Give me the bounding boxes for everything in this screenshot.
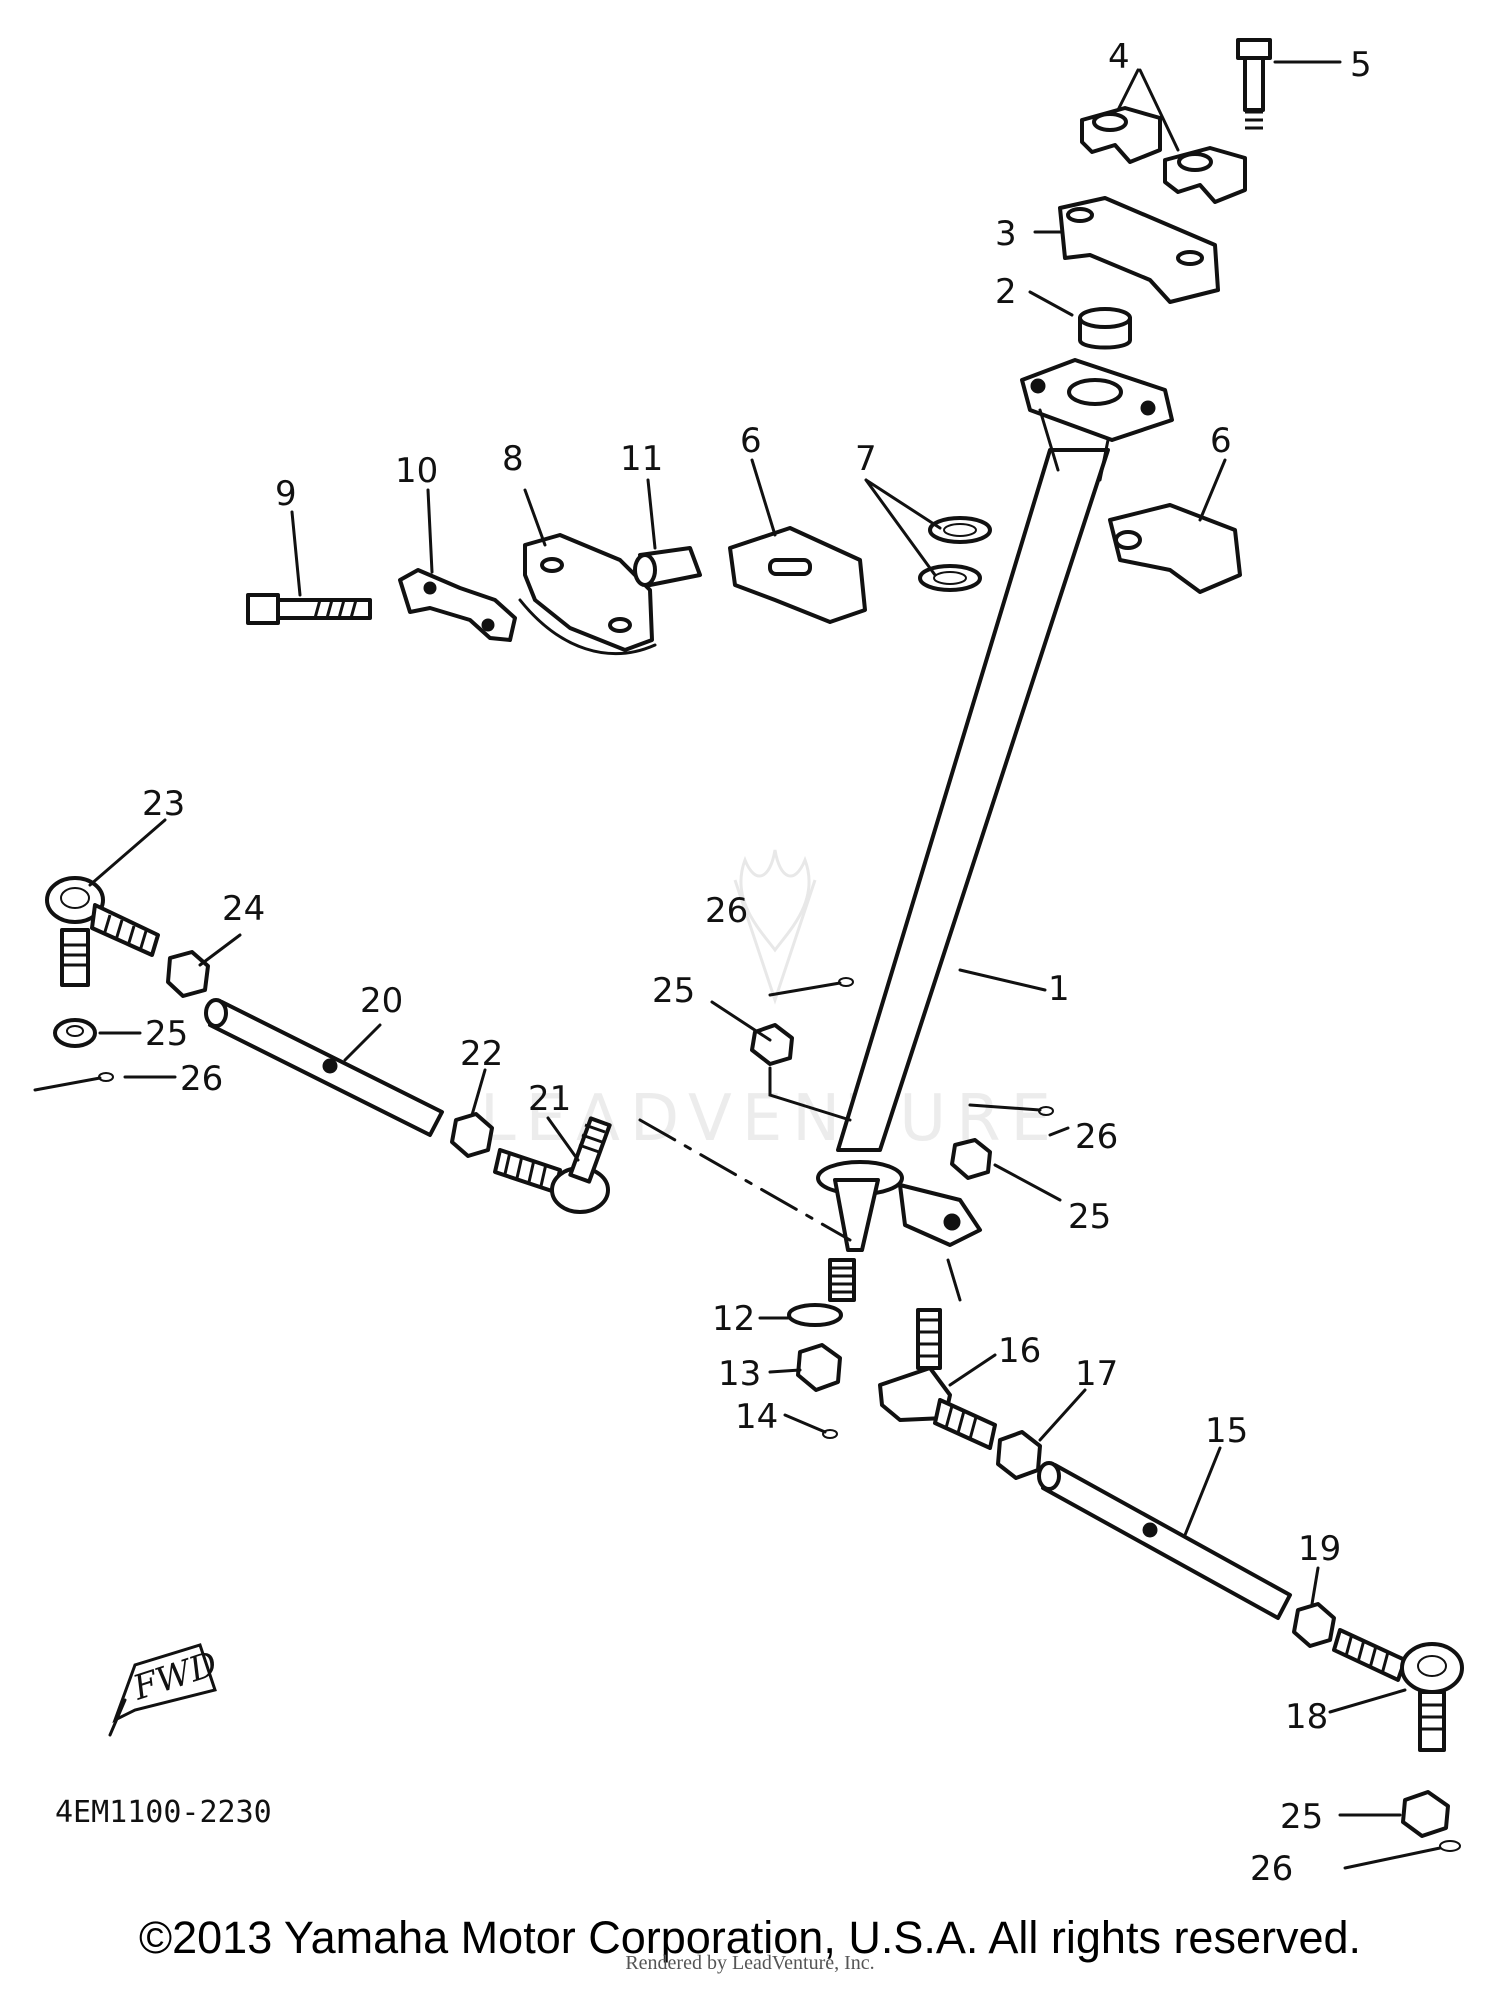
callout-7: 7 bbox=[855, 439, 877, 479]
callout-21: 21 bbox=[528, 1079, 571, 1119]
part-26-bottom-pin bbox=[1343, 1840, 1461, 1870]
callout-23: 23 bbox=[142, 784, 185, 824]
part-4-upper-holders bbox=[1080, 106, 1247, 204]
part-3-lower-holder bbox=[1058, 196, 1220, 304]
callout-19: 19 bbox=[1298, 1529, 1341, 1569]
leader-lines bbox=[88, 60, 1407, 1817]
part-20-tie-rod bbox=[204, 998, 444, 1137]
callout-16: 16 bbox=[998, 1331, 1041, 1371]
part-7-washers bbox=[918, 516, 992, 592]
part-23-tie-rod-end bbox=[45, 876, 160, 987]
callout-26-mid: 26 bbox=[705, 891, 748, 931]
callout-25-left: 25 bbox=[145, 1014, 188, 1054]
callout-24: 24 bbox=[222, 889, 265, 929]
part-15-tie-rod bbox=[1037, 1461, 1292, 1620]
part-14-cotter-pin bbox=[783, 1413, 838, 1439]
center-line bbox=[638, 1118, 852, 1242]
part-2-bushing bbox=[1078, 307, 1132, 350]
callout-6-right: 6 bbox=[1210, 421, 1232, 461]
part-25-right-nut bbox=[946, 1138, 992, 1302]
callout-1: 1 bbox=[1048, 969, 1070, 1009]
callout-labels: 5 4 3 2 6 7 11 6 8 10 9 1 23 24 25 26 20… bbox=[142, 37, 1372, 1889]
part-26-left-pin bbox=[33, 1072, 114, 1092]
callout-13: 13 bbox=[718, 1354, 761, 1394]
part-17-nut bbox=[996, 1430, 1042, 1480]
callout-2: 2 bbox=[995, 272, 1017, 312]
callout-5: 5 bbox=[1350, 45, 1372, 85]
callout-12: 12 bbox=[712, 1299, 755, 1339]
part-25-bottom-nut bbox=[1401, 1790, 1450, 1838]
fwd-arrow: FWD bbox=[108, 1643, 222, 1737]
part-26-right-pin bbox=[968, 1103, 1054, 1116]
callout-22: 22 bbox=[460, 1034, 503, 1074]
part-26-upper-pin bbox=[768, 977, 854, 997]
steering-column bbox=[816, 358, 1174, 1302]
part-19-nut bbox=[1292, 1602, 1336, 1648]
part-11-collar bbox=[633, 546, 702, 587]
part-8-bracket bbox=[518, 533, 657, 656]
part-5-bolt bbox=[1236, 38, 1272, 130]
part-9-bolt bbox=[246, 593, 372, 625]
part-13-nut bbox=[796, 1343, 842, 1392]
callout-14: 14 bbox=[735, 1397, 778, 1437]
part-25-left-nut bbox=[53, 1018, 97, 1048]
rendered-by-notice: Rendered by LeadVenture, Inc. bbox=[625, 1952, 875, 1974]
callout-26-bottom: 26 bbox=[1250, 1849, 1293, 1889]
callout-26-left: 26 bbox=[180, 1059, 223, 1099]
callout-15: 15 bbox=[1205, 1411, 1248, 1451]
callout-25-mid: 25 bbox=[652, 971, 695, 1011]
watermark-logo bbox=[733, 849, 817, 1005]
callout-9: 9 bbox=[275, 474, 297, 514]
part-21-tie-rod-end bbox=[493, 1116, 612, 1214]
callout-25-bottom: 25 bbox=[1280, 1797, 1323, 1837]
part-22-nut bbox=[450, 1112, 494, 1158]
callout-25-right: 25 bbox=[1068, 1197, 1111, 1237]
callout-26-right: 26 bbox=[1075, 1117, 1118, 1157]
callout-3: 3 bbox=[995, 214, 1017, 254]
callout-8: 8 bbox=[502, 439, 524, 479]
callout-4: 4 bbox=[1108, 37, 1130, 77]
callout-17: 17 bbox=[1075, 1354, 1118, 1394]
callout-11: 11 bbox=[620, 439, 663, 479]
part-6-right-clamp bbox=[1108, 503, 1242, 594]
part-6-left-clamp bbox=[728, 526, 867, 624]
callout-10: 10 bbox=[395, 451, 438, 491]
part-24-nut bbox=[166, 950, 210, 998]
diagram-code: 4EM1100-2230 bbox=[55, 1795, 272, 1830]
callout-6-left: 6 bbox=[740, 421, 762, 461]
copyright-notice: ©2013 Yamaha Motor Corporation, U.S.A. A… bbox=[138, 1912, 1362, 1963]
part-10-plate bbox=[398, 568, 517, 642]
part-18-tie-rod-end bbox=[1332, 1628, 1464, 1752]
callout-18: 18 bbox=[1285, 1697, 1328, 1737]
callout-20: 20 bbox=[360, 981, 403, 1021]
part-12-washer bbox=[787, 1303, 843, 1327]
part-16-tie-rod-end bbox=[878, 1308, 997, 1450]
